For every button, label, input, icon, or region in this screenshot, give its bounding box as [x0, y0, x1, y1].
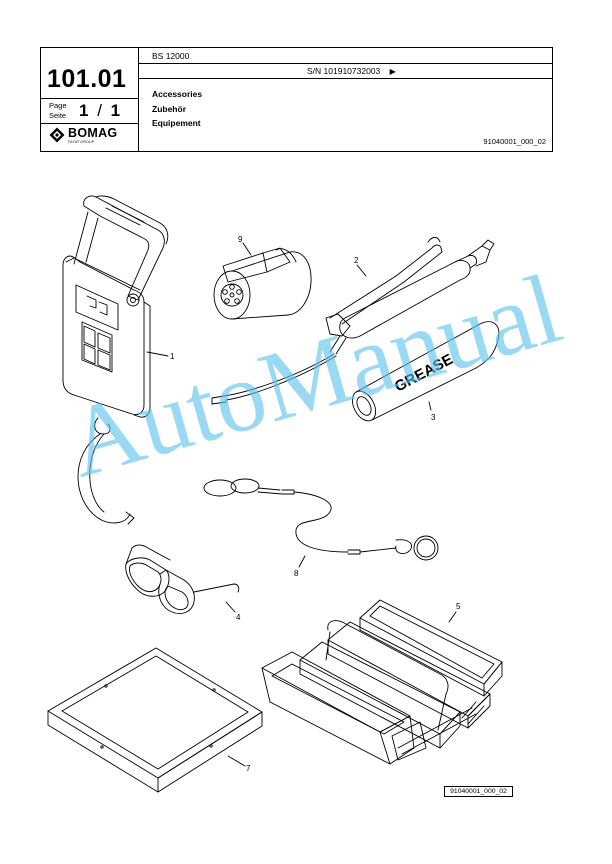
brand-logo: BOMAG FAYAT GROUP [49, 127, 117, 145]
callout-7: 7 [246, 764, 251, 773]
drawing-reference-top: 91040001_000_02 [483, 137, 546, 146]
divider [138, 63, 552, 64]
serial-text: S/N 101910732003 [307, 66, 381, 76]
divider [138, 48, 139, 151]
play-triangle-icon: ▶ [389, 67, 396, 76]
page-label-en: Page [49, 101, 67, 110]
divider [41, 98, 138, 99]
title-fr: Equipement [152, 118, 201, 128]
page-label: Page Seite [49, 101, 67, 121]
page-number: 1 / 1 [79, 101, 120, 121]
safety-cable-illustration [203, 478, 439, 568]
grease-gun-illustration [211, 237, 495, 405]
page-label-de: Seite [49, 111, 67, 120]
connector-plug-illustration [213, 242, 312, 320]
title-en: Accessories [152, 89, 203, 99]
scale-illustration [62, 195, 169, 525]
page-separator: / [97, 101, 102, 120]
tray-illustration [47, 647, 263, 793]
serial-number: S/N 101910732003 ▶ [307, 66, 396, 76]
page-total: 1 [110, 101, 121, 120]
bomag-diamond-icon [49, 127, 65, 143]
divider [41, 123, 138, 124]
document-number: 101.01 [47, 65, 127, 93]
model-name: BS 12000 [152, 51, 190, 61]
divider [138, 78, 552, 79]
title-de: Zubehör [152, 103, 186, 114]
callout-4: 4 [236, 613, 241, 622]
callout-2: 2 [354, 256, 359, 265]
callout-9: 9 [238, 235, 243, 244]
callout-3: 3 [431, 413, 436, 422]
callout-8: 8 [294, 569, 299, 578]
callout-1: 1 [170, 352, 175, 361]
section-titles: Accessories Zubehör Equipement [152, 87, 202, 131]
brand-subtitle: FAYAT GROUP [68, 140, 95, 144]
brand-name: BOMAG [68, 126, 118, 140]
header-table: 101.01 Page Seite 1 / 1 BOMAG FAYAT GROU… [40, 47, 553, 152]
drawing-reference-bottom: 91040001_000_02 [444, 786, 513, 797]
grease-label: GREASE [392, 351, 456, 396]
page-current: 1 [79, 101, 89, 120]
grease-cartridge-illustration [351, 321, 500, 422]
callout-5: 5 [456, 602, 461, 611]
safety-glasses-illustration [125, 544, 240, 614]
toolbox-illustration [261, 599, 503, 765]
